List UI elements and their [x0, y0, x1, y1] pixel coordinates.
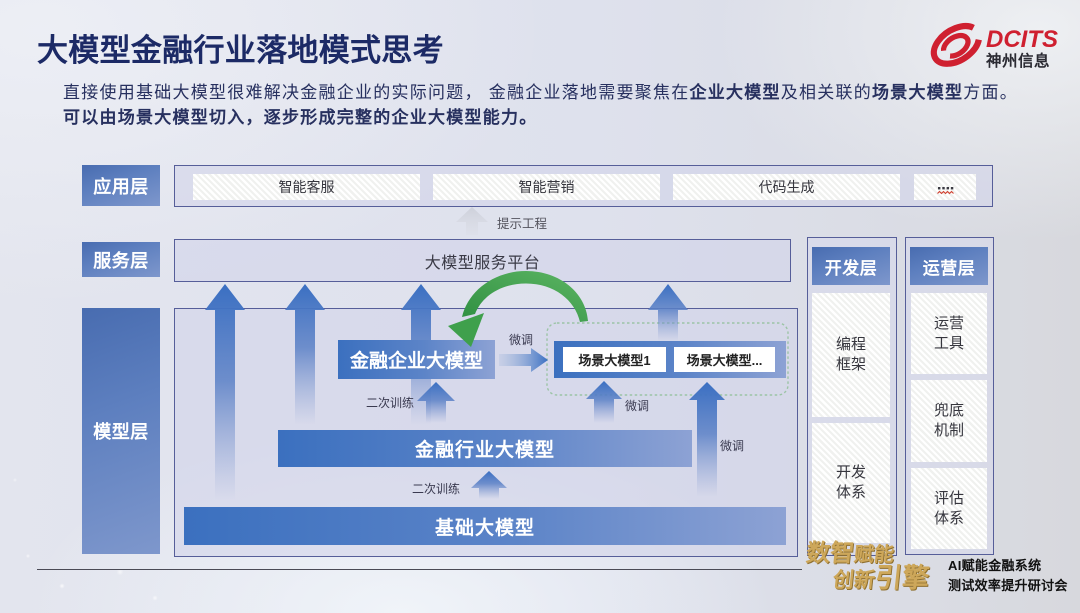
svg-text:DCITS: DCITS: [986, 26, 1058, 53]
svg-text:神州信息: 神州信息: [986, 51, 1050, 70]
